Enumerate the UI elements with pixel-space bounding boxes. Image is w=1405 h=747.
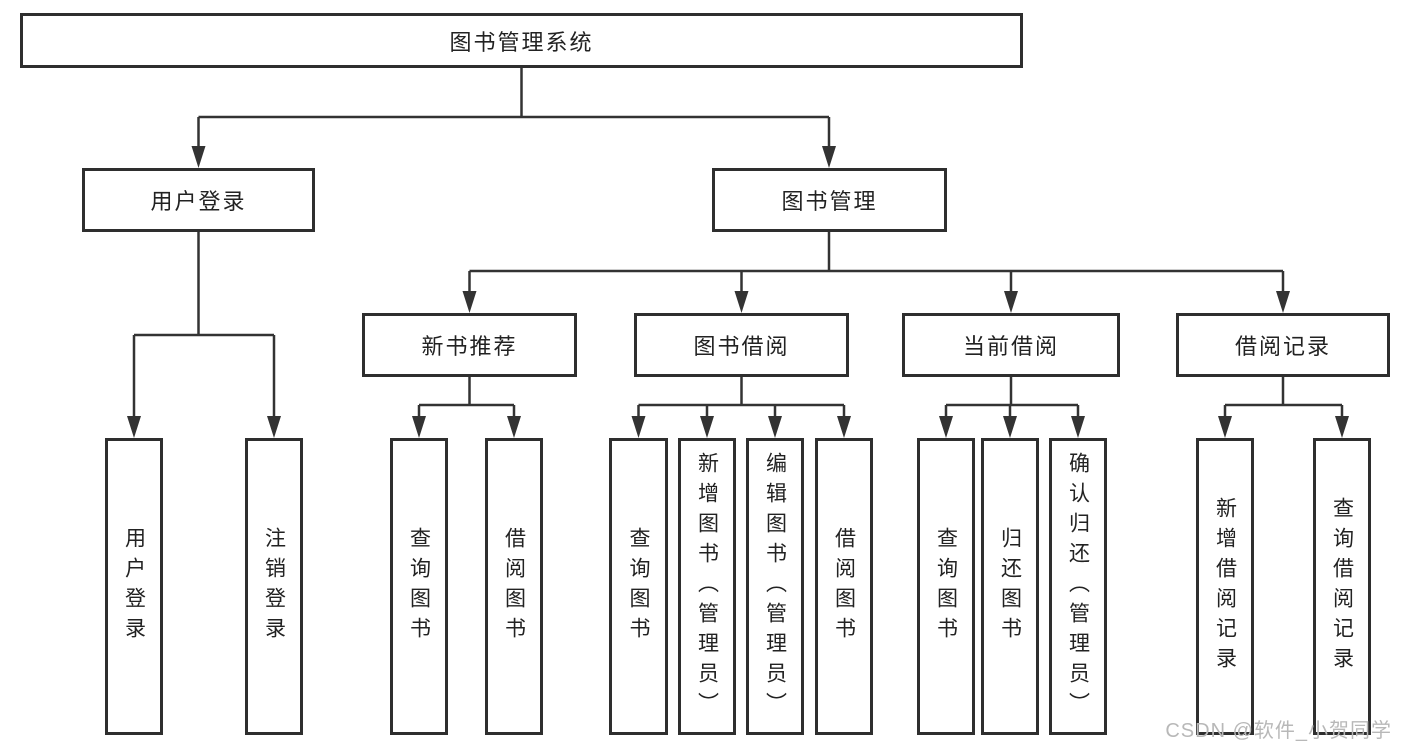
leaf-borrow-books-recommend: 借阅图书 bbox=[485, 438, 543, 735]
connector-lines bbox=[132, 68, 1344, 420]
node-user-login: 用户登录 bbox=[82, 168, 315, 232]
leaf-add-book-admin-label: 新增图书（管理员） bbox=[695, 451, 719, 722]
node-book-management-label: 图书管理 bbox=[781, 189, 878, 214]
node-user-login-label: 用户登录 bbox=[150, 189, 247, 214]
leaf-edit-book-admin-label: 编辑图书（管理员） bbox=[763, 451, 787, 722]
leaf-query-books-current: 查询图书 bbox=[917, 438, 975, 735]
leaf-return-books: 归还图书 bbox=[981, 438, 1039, 735]
leaf-query-borrow-record: 查询借阅记录 bbox=[1313, 438, 1371, 735]
leaf-query-books-current-label: 查询图书 bbox=[934, 526, 958, 647]
leaf-query-books-borrow-label: 查询图书 bbox=[627, 526, 650, 647]
leaf-user-login: 用户登录 bbox=[105, 438, 163, 735]
leaf-user-login-label: 用户登录 bbox=[122, 526, 146, 647]
node-borrow-records: 借阅记录 bbox=[1176, 313, 1390, 377]
leaf-return-books-label: 归还图书 bbox=[998, 526, 1022, 647]
node-borrow-records-label: 借阅记录 bbox=[1234, 334, 1331, 359]
leaf-query-books-recommend: 查询图书 bbox=[390, 438, 448, 735]
node-library-system-label: 图书管理系统 bbox=[449, 29, 594, 55]
arrowheads bbox=[127, 146, 1349, 438]
node-new-book-recommend-label: 新书推荐 bbox=[421, 334, 518, 359]
leaf-borrow-books-recommend-label: 借阅图书 bbox=[502, 526, 526, 647]
leaf-query-books-recommend-label: 查询图书 bbox=[407, 526, 431, 647]
node-library-system: 图书管理系统 bbox=[20, 13, 1023, 68]
leaf-add-borrow-record: 新增借阅记录 bbox=[1196, 438, 1254, 735]
node-book-borrow: 图书借阅 bbox=[634, 313, 849, 377]
leaf-add-borrow-record-label: 新增借阅记录 bbox=[1213, 496, 1237, 677]
leaf-confirm-return-admin: 确认归还（管理员） bbox=[1049, 438, 1107, 735]
watermark: CSDN @软件_小贺同学 bbox=[1165, 720, 1392, 742]
leaf-confirm-return-admin-label: 确认归还（管理员） bbox=[1066, 451, 1090, 722]
leaf-edit-book-admin: 编辑图书（管理员） bbox=[746, 438, 804, 735]
node-current-borrow: 当前借阅 bbox=[902, 313, 1120, 377]
node-book-management: 图书管理 bbox=[712, 168, 947, 232]
leaf-add-book-admin: 新增图书（管理员） bbox=[678, 438, 736, 735]
leaf-borrow-books: 借阅图书 bbox=[815, 438, 873, 735]
node-current-borrow-label: 当前借阅 bbox=[962, 334, 1059, 359]
node-book-borrow-label: 图书借阅 bbox=[693, 334, 790, 359]
leaf-query-borrow-record-label: 查询借阅记录 bbox=[1330, 496, 1354, 677]
leaf-logout-label: 注销登录 bbox=[262, 526, 286, 647]
leaf-borrow-books-label: 借阅图书 bbox=[832, 526, 856, 647]
node-new-book-recommend: 新书推荐 bbox=[362, 313, 577, 377]
leaf-logout: 注销登录 bbox=[245, 438, 303, 735]
leaf-query-books-borrow: 查询图书 bbox=[609, 438, 668, 735]
